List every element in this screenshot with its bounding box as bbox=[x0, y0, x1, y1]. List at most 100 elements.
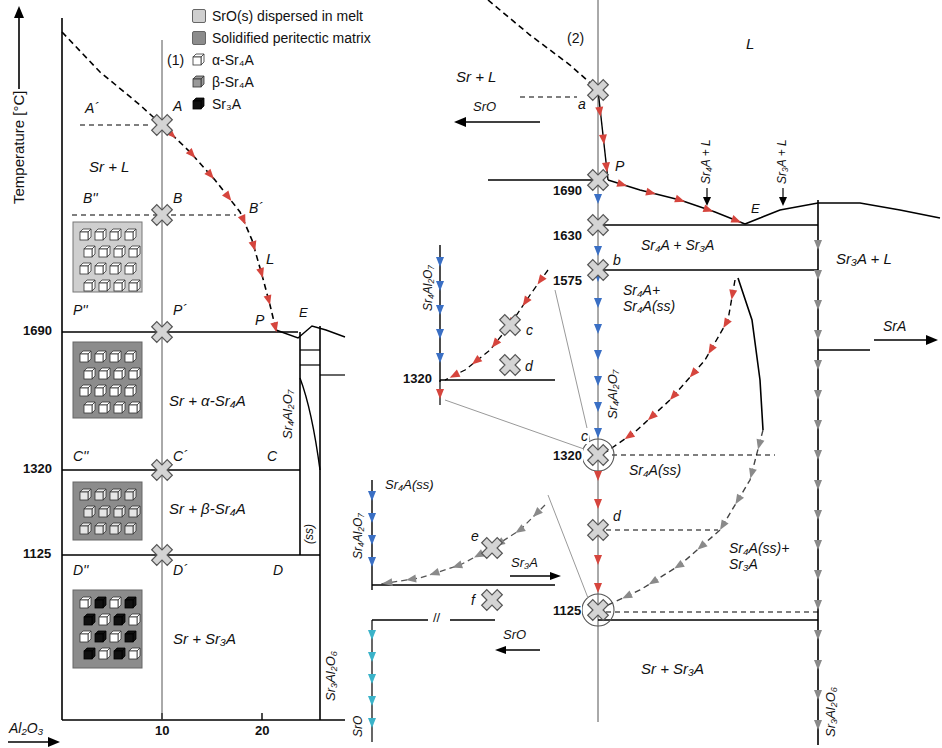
crystal-cube bbox=[137, 368, 140, 379]
crystal-cube bbox=[110, 526, 118, 534]
solvus-curve bbox=[606, 280, 735, 452]
crystal-cube bbox=[125, 232, 133, 240]
diagram-label: D'' bbox=[72, 562, 89, 578]
state-cross bbox=[582, 439, 613, 470]
diagram-label: Sr₄Al₂O₇ bbox=[606, 369, 621, 420]
crystal-cube bbox=[99, 249, 107, 257]
crystal-cube bbox=[114, 249, 122, 257]
flow-arrowhead bbox=[645, 188, 656, 196]
crystal-cube bbox=[99, 283, 107, 291]
legend-text: β-Sr₄A bbox=[212, 74, 254, 90]
diagram-label: Temperature [°C] bbox=[10, 89, 27, 205]
crystal-cube bbox=[88, 597, 91, 608]
flow-arrowhead bbox=[594, 298, 602, 308]
flow-arrowhead bbox=[731, 215, 742, 222]
crystal-cube bbox=[201, 98, 204, 109]
compound-line bbox=[319, 326, 321, 720]
phase-line bbox=[300, 364, 320, 365]
flow-arrowhead bbox=[814, 420, 822, 430]
diagram-label: Sr₃A + L bbox=[776, 138, 790, 185]
flow-arrowhead bbox=[406, 575, 417, 583]
diagram-label: Sr₄A(ss)+ Sr₃A bbox=[728, 540, 810, 572]
flow-arrowhead bbox=[594, 350, 602, 360]
legend-symbol bbox=[192, 52, 208, 68]
flow-arrowhead bbox=[674, 560, 685, 569]
crystal-cube bbox=[122, 648, 125, 659]
crystal-cube bbox=[118, 631, 121, 642]
crystal-cube bbox=[110, 600, 118, 608]
eutectoid-line bbox=[62, 554, 320, 556]
flow-arrowhead bbox=[222, 191, 231, 201]
direction-arrow bbox=[504, 649, 540, 650]
compound-line bbox=[299, 332, 301, 555]
flow-arrowhead bbox=[515, 524, 526, 533]
flow-arrowhead bbox=[649, 576, 660, 585]
crystal-cube bbox=[122, 614, 125, 625]
crystal-cube bbox=[125, 634, 133, 642]
state-cross bbox=[476, 584, 507, 615]
legend-text: Sr₃A bbox=[212, 96, 241, 112]
diagram-label: Sr₄A(ss) bbox=[628, 462, 682, 478]
diagram-label: Sr₄A(ss) bbox=[384, 478, 435, 493]
crystal-cube bbox=[129, 249, 137, 257]
crystal-cube bbox=[114, 509, 122, 517]
legend-text: Solidified peritectic matrix bbox=[212, 30, 371, 46]
diagram-label: d bbox=[612, 508, 622, 524]
flow-arrowhead bbox=[238, 214, 246, 225]
diagram-label: Sr + L bbox=[88, 158, 130, 175]
flow-arrowhead bbox=[708, 344, 716, 355]
diagram-label: c bbox=[525, 322, 534, 338]
crystal-cube bbox=[110, 634, 118, 642]
flow-arrowhead bbox=[533, 507, 543, 517]
direction-arrowhead bbox=[926, 335, 938, 345]
flow-arrowhead bbox=[249, 240, 257, 251]
diagram-label: 1320 bbox=[402, 372, 433, 387]
composition-line bbox=[162, 40, 163, 720]
direction-arrowhead bbox=[550, 572, 561, 580]
crystal-cube bbox=[95, 354, 103, 362]
flow-arrowhead bbox=[368, 513, 376, 523]
state-cross bbox=[582, 254, 613, 285]
crystal-cube bbox=[95, 388, 103, 396]
axis-arrowhead bbox=[14, 6, 24, 18]
flow-arrowhead bbox=[436, 281, 444, 291]
crystal-cube bbox=[88, 523, 91, 534]
crystal-cube bbox=[125, 526, 133, 534]
diagram-label: D bbox=[272, 562, 284, 578]
microstructure-inset bbox=[73, 222, 142, 292]
crystal-cube bbox=[88, 489, 91, 500]
crystal-cube bbox=[201, 54, 204, 65]
diagram-label: 1690 bbox=[22, 324, 53, 339]
crystal-cube bbox=[118, 597, 121, 608]
crystal-cube bbox=[122, 246, 125, 257]
crystal-cube bbox=[103, 597, 106, 608]
crystal-cube bbox=[99, 405, 107, 413]
crystal-cube bbox=[137, 614, 140, 625]
crystal-cube bbox=[88, 263, 91, 274]
flow-arrowhead bbox=[814, 330, 822, 340]
liquidus-curve bbox=[745, 203, 940, 224]
diagram-label: C'' bbox=[72, 448, 89, 464]
diagram-label: L bbox=[745, 35, 755, 52]
state-cross bbox=[582, 514, 613, 545]
diagram-label: b bbox=[612, 252, 622, 268]
flow-arrowhead bbox=[492, 337, 501, 347]
flow-arrowhead bbox=[368, 652, 376, 662]
flow-arrowhead bbox=[814, 270, 822, 280]
crystal-cube bbox=[80, 526, 88, 534]
diagram-label: P bbox=[254, 312, 265, 328]
crystal-cube bbox=[110, 354, 118, 362]
tie-line bbox=[80, 124, 152, 125]
crystal-cube bbox=[88, 229, 91, 240]
flow-arrowhead bbox=[594, 324, 602, 334]
microstructure-inset bbox=[73, 482, 142, 540]
flow-arrowhead bbox=[648, 411, 658, 421]
crystal-cube bbox=[107, 506, 110, 517]
flow-arrowhead bbox=[757, 439, 765, 450]
flow-arrowhead bbox=[436, 353, 444, 363]
crystal-cube bbox=[129, 509, 137, 517]
crystal-cube bbox=[92, 614, 95, 625]
flow-arrowhead bbox=[436, 305, 444, 315]
flow-arrowhead bbox=[270, 322, 278, 333]
diagram-label: Sr₄Al₂O₇ bbox=[352, 512, 366, 560]
